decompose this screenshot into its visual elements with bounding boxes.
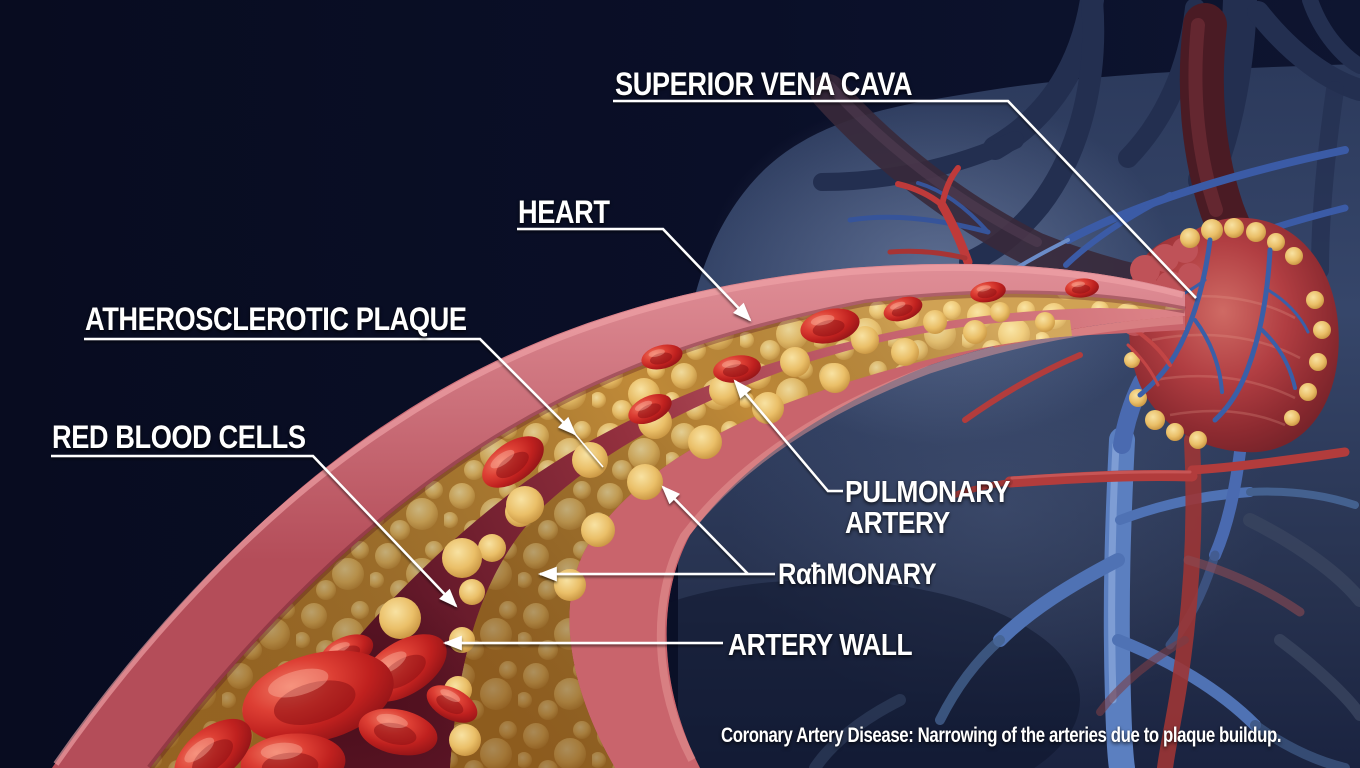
- vessel-network-lower: [809, 373, 1360, 768]
- leader-lines: [51, 99, 1197, 651]
- heart-leader: [517, 227, 752, 322]
- coronary-artery-cutaway: [52, 263, 1186, 768]
- artery-wall-lower: [569, 316, 1185, 768]
- pulmonary-garbled-leader-diagonal: [661, 485, 749, 575]
- epicardial-fat: [1124, 218, 1331, 449]
- atherosclerotic-plaque-leader-tip: [574, 433, 604, 468]
- coronary-veins: [1137, 237, 1310, 423]
- pulmonary-artery-leader: [733, 379, 843, 493]
- artery-wall-upper: [52, 263, 1186, 768]
- plaque-lower: [444, 312, 1072, 768]
- red-blood-cells-leader: [51, 454, 458, 608]
- atherosclerotic-plaque-leader: [84, 337, 577, 436]
- coronary-arteries: [1126, 328, 1172, 387]
- superior-vena-cava-leader: [613, 99, 1197, 299]
